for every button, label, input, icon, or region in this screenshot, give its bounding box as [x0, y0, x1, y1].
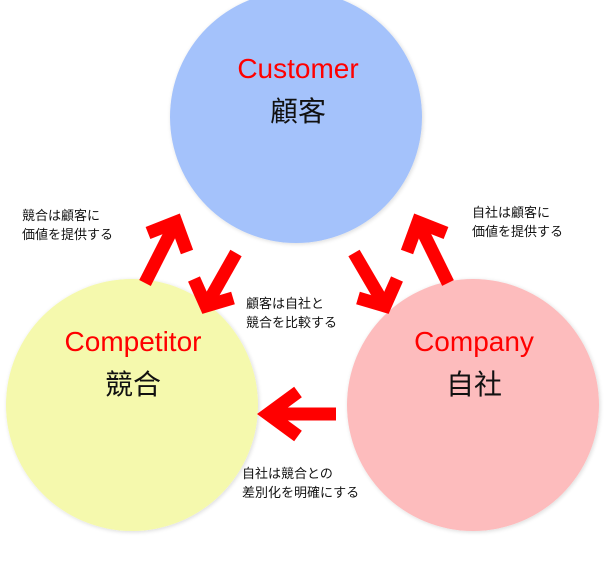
note-line: 差別化を明確にする	[242, 486, 360, 501]
arrow-company-to-competitor	[257, 386, 336, 442]
note-line: 価値を提供する	[22, 228, 114, 243]
note-customer-compares: 顧客は自社と 競合を比較する	[246, 295, 337, 333]
competitor-circle	[6, 279, 258, 531]
note-line: 価値を提供する	[472, 225, 564, 240]
competitor-label-en: Competitor	[65, 326, 202, 357]
company-label-ja: 自社	[446, 368, 502, 401]
customer-label-en: Customer	[237, 53, 358, 84]
customer-circle	[170, 0, 422, 243]
company-label-en: Company	[414, 326, 534, 357]
note-line: 競合を比較する	[246, 316, 338, 331]
note-line: 顧客は自社と	[246, 297, 325, 312]
arrow-competitor-to-customer	[139, 213, 194, 286]
note-company-vs-competitor: 自社は競合との 差別化を明確にする	[242, 465, 359, 503]
note-line: 競合は顧客に	[22, 209, 101, 224]
note-competitor-to-customer: 競合は顧客に 価値を提供する	[22, 207, 113, 245]
customer-label-ja: 顧客	[270, 95, 326, 128]
note-line: 自社は競合との	[242, 467, 333, 482]
company-circle	[347, 279, 599, 531]
arrow-customer-to-company	[348, 249, 403, 314]
competitor-label-ja: 競合	[105, 368, 161, 401]
arrow-company-to-customer	[400, 213, 454, 286]
arrow-customer-to-competitor	[188, 249, 242, 314]
note-company-to-customer: 自社は顧客に 価値を提供する	[472, 204, 563, 242]
note-line: 自社は顧客に	[472, 206, 551, 221]
